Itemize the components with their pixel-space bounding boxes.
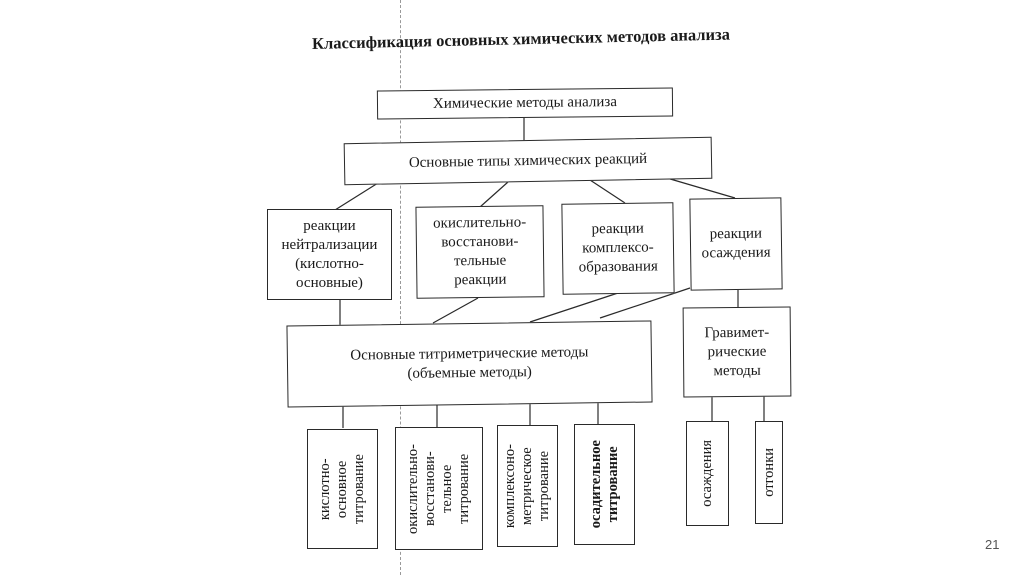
node-redox-titration: окислительно- восстанови- тельное титров… xyxy=(395,427,483,550)
node-label: Основные типы химических реакций xyxy=(408,150,648,171)
node-redox: окислительно- восстанови- тельные реакци… xyxy=(415,205,545,299)
node-label: окислительно- восстанови- тельные реакци… xyxy=(433,214,527,289)
connector-types-neutralization xyxy=(334,182,379,211)
node-label: осадительное титрование xyxy=(587,440,621,529)
node-complexation: реакции комплексо- образования xyxy=(561,202,675,295)
node-precipitation: реакции осаждения xyxy=(689,197,783,291)
node-reaction-types: Основные типы химических реакций xyxy=(343,136,713,186)
node-label: комплексоно- метрическое титрование xyxy=(502,443,552,529)
node-label: Основные титриметрические методы (объемн… xyxy=(350,344,589,382)
node-label: осаждения xyxy=(699,440,715,507)
connector-complexation-titrimetric xyxy=(529,292,619,323)
connector-types-complexation xyxy=(589,179,626,204)
connector-redox-titrimetric xyxy=(432,297,479,324)
connector-types-precipitation xyxy=(659,175,736,199)
node-label: реакции осаждения xyxy=(701,225,771,262)
node-label: реакции нейтрализации (кислотно- основны… xyxy=(281,217,378,291)
connector-precipitation-titrimetric xyxy=(599,287,691,319)
scan-fold-line xyxy=(400,0,401,575)
node-label: реакции комплексо- образования xyxy=(578,220,658,276)
node-neutralization: реакции нейтрализации (кислотно- основны… xyxy=(267,209,392,300)
node-grav-distillation: отгонки xyxy=(755,421,783,524)
node-label: отгонки xyxy=(760,448,777,497)
page-number: 21 xyxy=(985,537,1000,552)
node-chemical-methods: Химические методы анализа xyxy=(376,87,674,120)
node-label: кислотно- основное титрование xyxy=(317,453,367,525)
node-complexometric-titration: комплексоно- метрическое титрование xyxy=(497,425,558,547)
connector-types-redox xyxy=(479,181,509,208)
node-label: окислительно- восстанови- тельное титров… xyxy=(405,443,472,534)
node-titrimetric: Основные титриметрические методы (объемн… xyxy=(286,320,653,408)
node-acid-base-titration: кислотно- основное титрование xyxy=(307,429,378,549)
node-gravimetric: Гравимет- рические методы xyxy=(682,306,792,398)
node-precipitation-titration: осадительное титрование xyxy=(574,424,635,545)
node-label: Гравимет- рические методы xyxy=(704,324,770,379)
node-grav-precipitation: осаждения xyxy=(686,421,729,526)
node-label: Химические методы анализа xyxy=(432,94,618,112)
